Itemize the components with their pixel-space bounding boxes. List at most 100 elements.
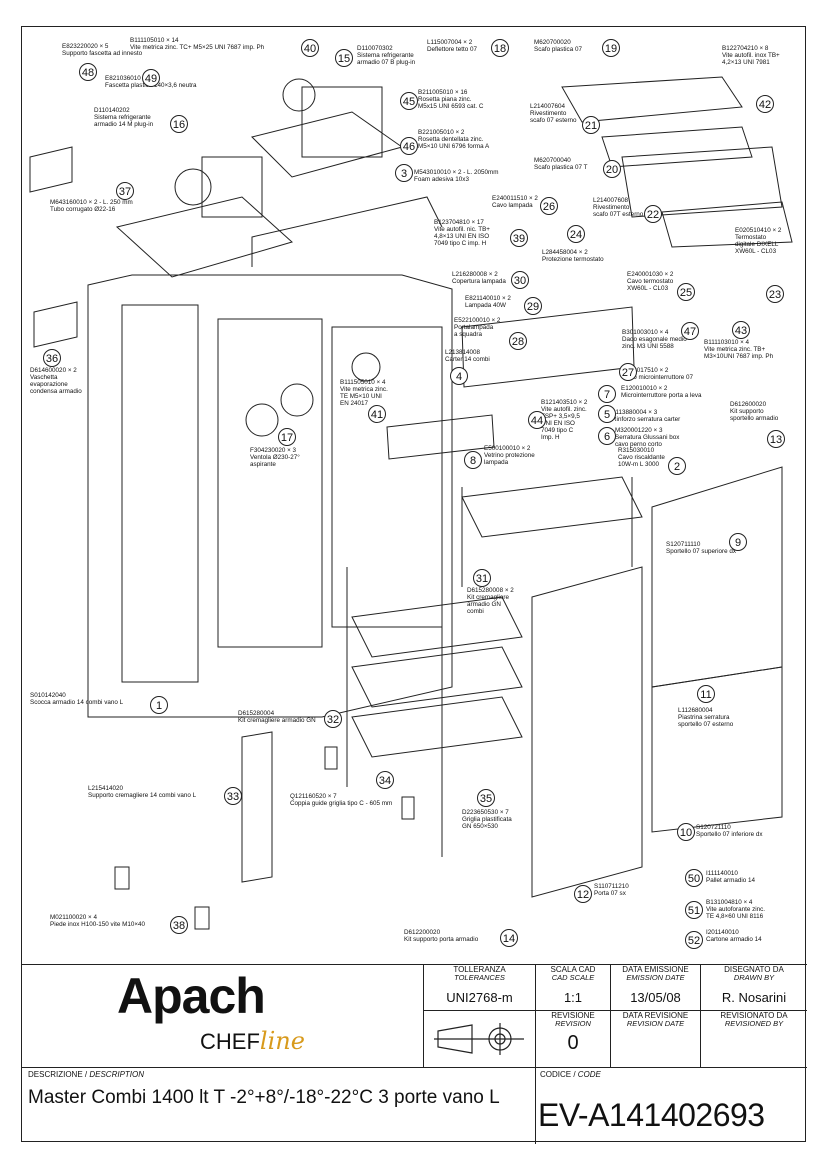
title-block: Apach CHEFline TOLLERANZA TOLERANCES UNI… [22, 964, 807, 1144]
callout-number-36: 36 [43, 349, 61, 367]
callout-21: L214007604 Rivestimento scafo 07 esterno [530, 103, 577, 124]
callout-number-37: 37 [116, 182, 134, 200]
callout-number-17: 17 [278, 428, 296, 446]
callout-number-47: 47 [681, 322, 699, 340]
callout-32: D615280004 Kit cremagliere armadio GN [238, 710, 316, 724]
callout-22: L214007608 Rivestimento scafo 07T estern… [593, 197, 644, 218]
callout-number-16: 16 [170, 115, 188, 133]
callout-number-20: 20 [603, 160, 621, 178]
callout-25: E240001030 × 2 Cavo termostato XW60L - C… [627, 271, 674, 292]
callout-number-6: 6 [598, 427, 616, 445]
callout-number-31: 31 [473, 569, 491, 587]
callout-number-32: 32 [324, 710, 342, 728]
callout-39: B123704810 × 17 Vite autofil. nic. TB+ 4… [434, 219, 490, 247]
callout-number-44: 44 [528, 411, 546, 429]
callout-number-8: 8 [464, 451, 482, 469]
callout-number-12: 12 [574, 885, 592, 903]
callout-30: L216280008 × 2 Copertura lampada [452, 271, 506, 285]
callout-26: E240011510 × 2 Cavo lampada [492, 195, 538, 209]
tolleranza-cell: TOLLERANZA TOLERANCES UNI2768-m [424, 965, 536, 1011]
callout-24: L284458004 × 2 Protezione termostato [542, 249, 604, 263]
callout-number-27: 27 [619, 363, 637, 381]
callout-46: B221005010 × 2 Rosetta dentellata zinc. … [418, 129, 490, 150]
callout-14: D612200020 Kit supporto porta armadio [404, 929, 479, 943]
callout-number-46: 46 [400, 137, 418, 155]
descrizione-cell: DESCRIZIONE / DESCRIPTION Master Combi 1… [22, 1068, 536, 1144]
callout-40: B111105010 × 14 Vite metrica zinc. TC+ M… [130, 37, 265, 51]
callout-number-4: 4 [450, 367, 468, 385]
callout-number-9: 9 [729, 533, 747, 551]
callout-42: B122704210 × 8 Vite autofil. inox TB+ 4,… [722, 45, 780, 66]
code-text: EV-A141402693 [538, 1097, 765, 1133]
callout-number-38: 38 [170, 916, 188, 934]
drawing-sheet: E823220020 × 5 Supporto fascetta ad inne… [21, 26, 807, 1144]
callout-number-10: 10 [677, 823, 695, 841]
callout-1: S010142040 Scocca armadio 14 combi vano … [30, 692, 124, 706]
chef-line-logo: CHEFline [200, 1027, 305, 1055]
callout-10: S120721110 Sportello 07 inferiore dx [696, 824, 763, 838]
callout-number-23: 23 [766, 285, 784, 303]
codice-cell: CODICE / CODE EV-A141402693 [536, 1068, 807, 1144]
callout-31: D615280008 × 2 Kit cremagliere armadio G… [467, 587, 514, 615]
callout-34: Q121160520 × 7 Coppia guide griglia tipo… [290, 793, 393, 807]
callout-number-34: 34 [376, 771, 394, 789]
callout-number-26: 26 [540, 197, 558, 215]
callout-20: M620700040 Scafo plastica 07 T [534, 157, 588, 171]
callout-5: L113880004 × 3 Rinforzo serratura carter [612, 409, 681, 423]
data-revisione-cell: DATA REVISIONE REVISION DATE [611, 1011, 701, 1068]
callout-37: M643160010 × 2 - L. 250 mm Tubo corrugat… [50, 199, 133, 213]
callout-12: S110711210 Porta 07 sx [594, 883, 629, 897]
callout-15: D110070302 Sistema refrigerante armadio … [357, 45, 416, 66]
callout-number-5: 5 [598, 405, 616, 423]
callout-9: S120711110 Sportello 07 superiore dx [666, 541, 737, 555]
callout-8: E500100010 × 2 Vetrino protezione lampad… [484, 445, 535, 466]
callout-50: I111140010 Pallet armadio 14 [706, 870, 756, 884]
callout-number-3: 3 [395, 164, 413, 182]
callout-number-2: 2 [668, 457, 686, 475]
callout-number-14: 14 [500, 929, 518, 947]
callout-number-40: 40 [301, 39, 319, 57]
callout-38: M021100020 × 4 Piede inox H100-150 vite … [50, 914, 146, 928]
callout-number-28: 28 [509, 332, 527, 350]
callout-number-18: 18 [491, 39, 509, 57]
callout-44: B121403510 × 2 Vite autofil. zinc. TSP+ … [541, 399, 588, 441]
data-emissione-cell: DATA EMISSIONE EMISSION DATE 13/05/08 [611, 965, 701, 1011]
callout-number-48: 48 [79, 63, 97, 81]
callout-43: B111103010 × 4 Vite metrica zinc. TB+ M3… [704, 339, 774, 360]
first-angle-projection-icon [434, 1023, 524, 1055]
callout-35: D223650530 × 7 Griglia plastificata GN 6… [462, 809, 512, 830]
callout-number-24: 24 [567, 225, 585, 243]
apach-logo: Apach [117, 968, 266, 1024]
callout-51: B131004810 × 4 Vite autoforante zinc. TE… [706, 899, 766, 920]
callout-45: B211005010 × 16 Rosetta piana zinc. M5x1… [418, 89, 484, 110]
callout-number-1: 1 [150, 696, 168, 714]
revisione-cell: REVISIONE REVISION 0 [536, 1011, 611, 1068]
callout-number-41: 41 [368, 405, 386, 423]
callout-number-42: 42 [756, 95, 774, 113]
callout-number-45: 45 [400, 92, 418, 110]
callout-29: E821140010 × 2 Lampada 40W [465, 295, 511, 309]
callout-number-25: 25 [677, 283, 695, 301]
revisionato-da-cell: REVISIONATO DA REVISIONED BY [701, 1011, 807, 1068]
callout-4: L213814008 Carter 14 combi [445, 349, 490, 363]
callout-number-30: 30 [511, 271, 529, 289]
callout-number-15: 15 [335, 49, 353, 67]
exploded-view-lines [29, 76, 793, 930]
callout-28: E522100010 × 2 Portalampada a squadra [454, 317, 501, 338]
callout-18: L115007004 × 2 Deflettore tetto 07 [427, 39, 478, 53]
projection-symbol-cell [424, 1011, 536, 1068]
callout-number-29: 29 [524, 297, 542, 315]
disegnato-da-cell: DISEGNATO DA DRAWN BY R. Nosarini [701, 965, 807, 1011]
callout-13: D612600020 Kit supporto sportello armadi… [730, 401, 779, 422]
scala-cad-cell: SCALA CAD CAD SCALE 1:1 [536, 965, 611, 1011]
callout-number-39: 39 [510, 229, 528, 247]
callout-2: R315030010 Cavo riscaldante 10W-m L 3000 [618, 447, 665, 468]
callout-number-52: 52 [685, 931, 703, 949]
callout-41: B111505010 × 4 Vite metrica zinc. TE M5×… [340, 379, 388, 407]
callout-number-35: 35 [477, 789, 495, 807]
callout-number-43: 43 [732, 321, 750, 339]
callout-33: L215414020 Supporto cremagliere 14 combi… [88, 785, 197, 799]
description-text: Master Combi 1400 lt T -2°+8°/-18°-22°C … [28, 1087, 500, 1108]
callout-6: M320001220 × 3 Serratura Glussani box ca… [615, 427, 680, 448]
callout-number-49: 49 [142, 69, 160, 87]
